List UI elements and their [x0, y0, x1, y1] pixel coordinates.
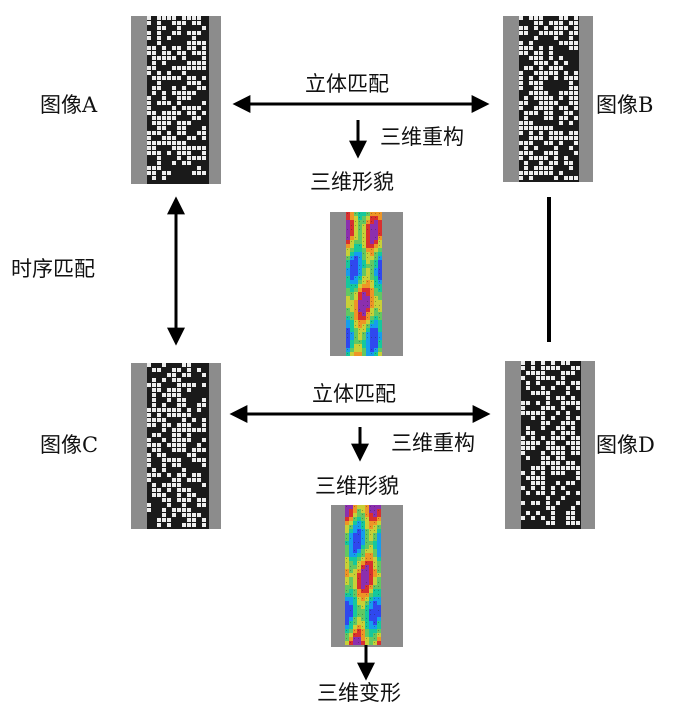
label-recon-top: 三维重构: [380, 125, 464, 149]
image-d-speckle: [505, 361, 595, 529]
label-stereo-match-bottom: 立体匹配: [312, 382, 396, 406]
label-deformation: 三维变形: [317, 681, 401, 705]
label-shape-top: 三维形貌: [310, 170, 394, 194]
label-stereo-match-top: 立体匹配: [305, 72, 389, 96]
label-image-b: 图像B: [596, 93, 653, 117]
label-image-a: 图像A: [40, 93, 98, 117]
label-image-c: 图像C: [40, 433, 98, 457]
shape-bottom-contour: [331, 505, 403, 647]
shape-top-contour: [330, 212, 403, 356]
label-shape-bottom: 三维形貌: [315, 474, 399, 498]
image-b-speckle: [503, 16, 593, 182]
label-recon-bottom: 三维重构: [391, 431, 475, 455]
image-c-speckle: [131, 363, 221, 529]
label-temporal-match: 时序匹配: [11, 257, 95, 281]
label-image-d: 图像D: [596, 433, 655, 457]
image-a-speckle: [131, 16, 221, 184]
